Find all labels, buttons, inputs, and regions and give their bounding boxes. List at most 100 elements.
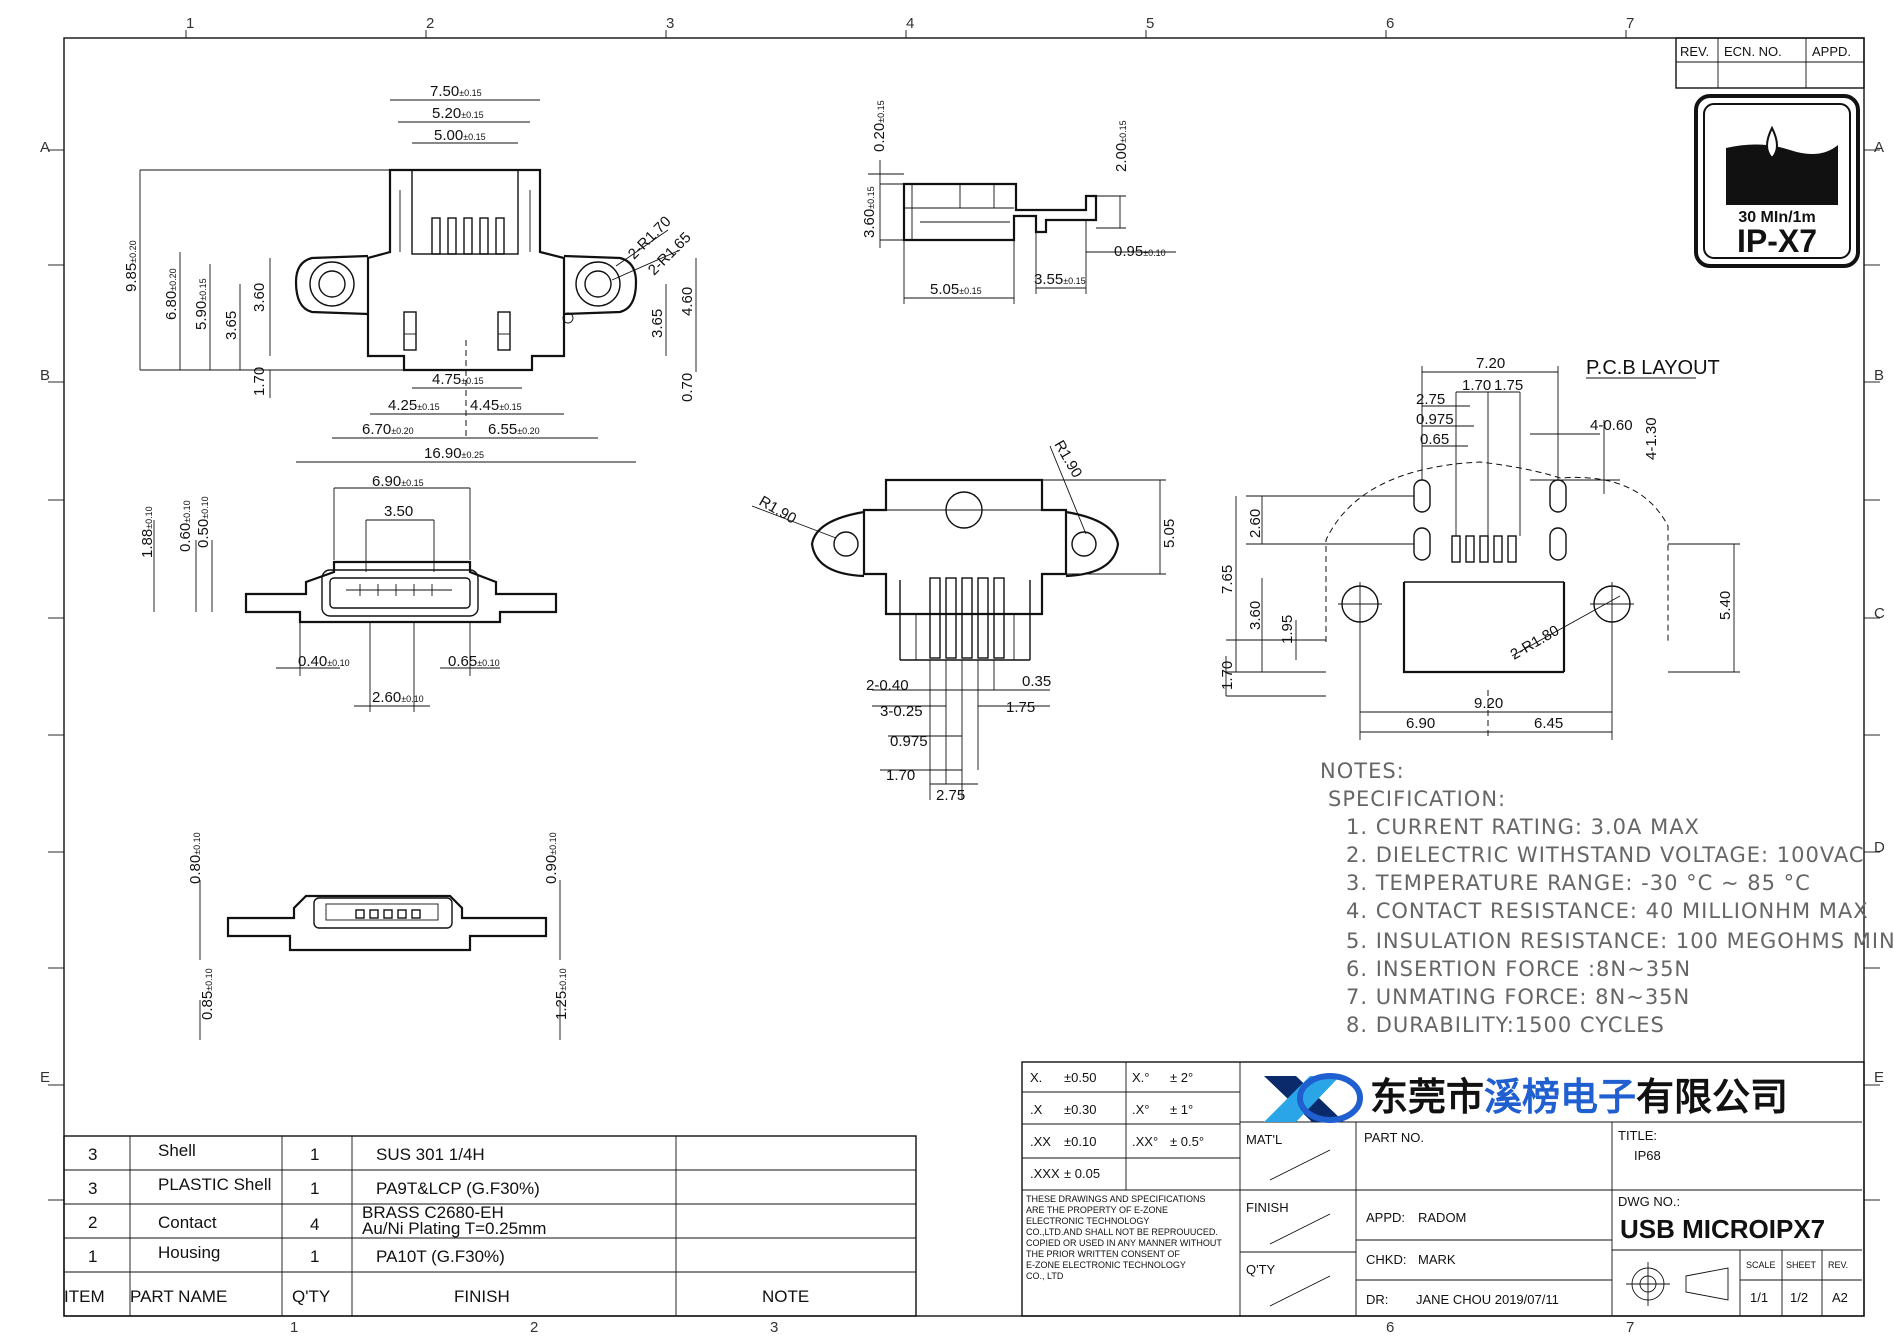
grid-row-e-right: E (1874, 1069, 1884, 1086)
sheet-label: SHEET (1786, 1260, 1817, 1270)
bom-header-part: PART NAME (130, 1287, 227, 1306)
grid-col-1-bottom: 1 (290, 1319, 298, 1336)
tol-x-deg-value: ± 2° (1170, 1070, 1193, 1085)
top-dim-0-70: 0.70 (679, 373, 696, 402)
side-dim-3-55: 3.55±0.15 (1034, 271, 1086, 288)
side-view-dims: 0.20±0.15 2.00±0.15 3.60±0.15 0.95±0.10 … (861, 100, 1166, 298)
note-item-8: 8. DURABILITY:1500 CYCLES (1346, 1013, 1665, 1037)
top-dim-3-65-right: 3.65 (649, 309, 666, 338)
bom-row2-finish: PA9T&LCP (G.F30%) (376, 1179, 540, 1198)
tol-1-deg-label: .X° (1132, 1102, 1149, 1117)
bom-row1-qty: 1 (310, 1145, 319, 1164)
bom-header-qty: Q'TY (292, 1287, 330, 1306)
bom-row4-qty: 1 (310, 1247, 319, 1266)
center-dim-1-70: 1.70 (886, 767, 915, 784)
side-dim-2-00: 2.00±0.15 (1113, 120, 1130, 172)
top-dim-4-75: 4.75±0.15 (432, 371, 484, 388)
notes: NOTES: SPECIFICATION: 1. CURRENT RATING:… (1320, 759, 1894, 1037)
company-name: 东莞市溪榜电子有限公司 (1370, 1075, 1788, 1119)
top-dim-16-90: 16.90±0.25 (424, 445, 484, 462)
pcb-dim-2-75: 2.75 (1416, 391, 1445, 408)
note-item-6: 6. INSERTION FORCE :8N~35N (1346, 957, 1691, 981)
title-value: IP68 (1634, 1148, 1661, 1163)
front-dim-6-90: 6.90±0.15 (372, 473, 424, 490)
center-dim-r1-90-left: R1.90 (756, 493, 799, 528)
note-item-5: 5. INSULATION RESISTANCE: 100 MEGOHMS MI… (1346, 929, 1894, 953)
grid-col-3-bottom: 3 (770, 1319, 778, 1336)
top-dim-6-70: 6.70±0.20 (362, 421, 414, 438)
ipx7-badge: 30 MIn/1m IP-X7 (1694, 94, 1860, 268)
top-dim-3-60: 3.60 (251, 283, 268, 312)
bom-header-finish: FINISH (454, 1287, 510, 1306)
dr-label: DR: (1366, 1292, 1388, 1307)
grid-columns-top: 1 2 3 4 5 6 7 (185, 15, 1634, 38)
notes-title: NOTES: (1320, 759, 1405, 783)
title-label: TITLE: (1618, 1128, 1657, 1143)
top-dim-6-80: 6.80±0.20 (163, 268, 180, 320)
pcb-dim-7-20: 7.20 (1476, 355, 1505, 372)
note-item-7: 7. UNMATING FORCE: 8N~35N (1346, 985, 1690, 1009)
dwg-label: DWG NO.: (1618, 1194, 1680, 1209)
pcb-dim-6-45: 6.45 (1534, 715, 1563, 732)
pcb-dim-6-90: 6.90 (1406, 715, 1435, 732)
grid-row-a-right: A (1874, 139, 1884, 156)
bottom-dim-0-85: 0.85±0.10 (199, 968, 216, 1020)
finish-label: FINISH (1246, 1200, 1289, 1215)
rev-label: REV. (1828, 1260, 1848, 1270)
top-dim-1-70: 1.70 (251, 367, 268, 396)
bom-row1-part: Shell (158, 1141, 196, 1160)
center-dim-1-75: 1.75 (1006, 699, 1035, 716)
pcb-layout-dims: 7.20 1.70 1.75 2.75 0.975 0.65 4-0.60 4-… (1219, 355, 1734, 732)
grid-col-7: 7 (1626, 15, 1634, 32)
disclaimer-line-7: E-ZONE ELECTRONIC TECHNOLOGY (1026, 1260, 1186, 1270)
center-dim-0-35: 0.35 (1022, 673, 1051, 690)
bottom-dim-0-80: 0.80±0.10 (187, 832, 204, 884)
center-view (751, 445, 1166, 800)
chkd-value: MARK (1418, 1252, 1456, 1267)
pcb-dim-1-95: 1.95 (1279, 615, 1296, 644)
bom-row4-part: Housing (158, 1243, 220, 1262)
pcb-title: P.C.B LAYOUT (1586, 357, 1720, 379)
center-dim-5-05: 5.05 (1161, 519, 1178, 548)
grid-columns-bottom: 1 2 3 6 7 (290, 1319, 1634, 1336)
bom-row3-part: Contact (158, 1213, 217, 1232)
grid-col-2-bottom: 2 (530, 1319, 538, 1336)
bom-table: 3 Shell 1 SUS 301 1/4H 3 PLASTIC Shell 1… (63, 1135, 917, 1317)
bom-row4-item: 1 (88, 1247, 97, 1266)
top-dim-9-85: 9.85±0.20 (123, 240, 140, 292)
pcb-dim-5-40: 5.40 (1717, 591, 1734, 620)
grid-row-e: E (40, 1069, 50, 1086)
tol-1-value: ±0.30 (1064, 1102, 1096, 1117)
note-item-1: 1. CURRENT RATING: 3.0A MAX (1346, 815, 1700, 839)
top-view-dims: 7.50±0.15 5.20±0.15 5.00±0.15 9.85±0.20 … (123, 83, 696, 462)
pcb-dim-1-70: 1.70 (1219, 661, 1236, 690)
tol-1-label: .X (1030, 1102, 1043, 1117)
ecn-header: ECN. NO. (1724, 44, 1782, 59)
grid-row-d-right: D (1874, 839, 1885, 856)
bom-header-note: NOTE (762, 1287, 809, 1306)
top-dim-5-00: 5.00±0.15 (434, 127, 486, 144)
bom-row3-item: 2 (88, 1213, 97, 1232)
pcb-dim-4-1-30: 4-1.30 (1643, 417, 1660, 460)
front-dim-3-50: 3.50 (384, 503, 413, 520)
top-dim-4-25: 4.25±0.15 (388, 397, 440, 414)
front-dim-0-50: 0.50±0.10 (195, 496, 212, 548)
tol-1-deg-value: ± 1° (1170, 1102, 1193, 1117)
bom-row3-finish: BRASS C2680-EH (362, 1203, 504, 1222)
pcb-dim-1-75: 1.75 (1494, 377, 1523, 394)
bom-row3-qty: 4 (310, 1215, 319, 1234)
front-dim-1-88: 1.88±0.10 (139, 506, 156, 558)
appd-header: APPD. (1812, 44, 1851, 59)
bottom-view (199, 880, 561, 1040)
grid-row-b: B (40, 367, 50, 384)
badge-line2: IP-X7 (1737, 223, 1817, 259)
tol-3-value: ± 0.05 (1064, 1166, 1100, 1181)
top-dim-7-50: 7.50±0.15 (430, 83, 482, 100)
grid-row-a: A (40, 139, 50, 156)
note-item-4: 4. CONTACT RESISTANCE: 40 MILLIONHM MAX (1346, 899, 1869, 923)
top-dim-4-45: 4.45±0.15 (470, 397, 522, 414)
grid-row-b-right: B (1874, 367, 1884, 384)
chkd-label: CHKD: (1366, 1252, 1406, 1267)
matl-label: MAT'L (1246, 1132, 1282, 1147)
pcb-dim-1-70: 1.70 (1462, 377, 1491, 394)
